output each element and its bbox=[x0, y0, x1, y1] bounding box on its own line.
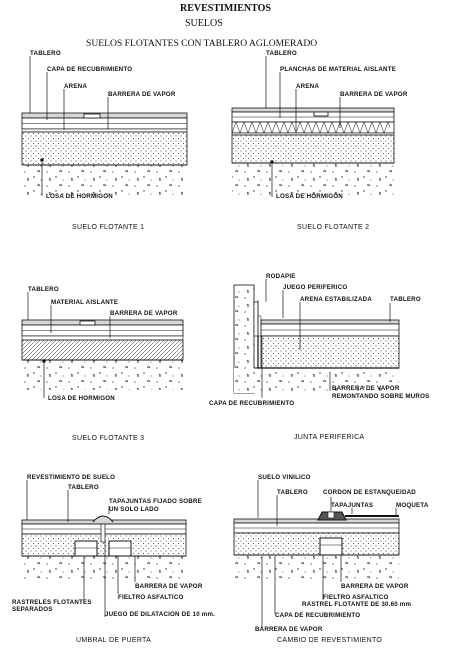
d4-label-juego: JUEGO PERIFERICO bbox=[283, 284, 348, 291]
d6-label-suelo: SUELO VINILICO bbox=[258, 474, 311, 481]
d4-label-arena: ARENA ESTABILIZADA bbox=[300, 296, 373, 303]
d6-label-tablero: TABLERO bbox=[277, 489, 308, 496]
d3-label-tablero: TABLERO bbox=[28, 286, 59, 293]
d4-label-rodapie: RODAPIE bbox=[266, 273, 296, 280]
d4-label-capa: CAPA DE RECUBRIMIENTO bbox=[209, 400, 295, 407]
page-title: REVESTIMIENTOS bbox=[180, 3, 271, 14]
d6-caption: CAMBIO DE REVESTIMIENTO bbox=[277, 637, 383, 644]
d5-label-tapajuntas-1: TAPAJUNTAS FIJADO SOBRE bbox=[109, 498, 202, 505]
d2-label-barrera: BARRERA DE VAPOR bbox=[340, 91, 408, 98]
d1-label-barrera: BARRERA DE VAPOR bbox=[108, 91, 176, 98]
diagram-suelo-flotante-3 bbox=[21, 292, 184, 398]
d2-label-arena: ARENA bbox=[296, 83, 320, 90]
page-subtitle: SUELOS bbox=[185, 18, 223, 29]
d5-caption: UMBRAL DE PUERTA bbox=[76, 637, 152, 644]
d1-label-losa: LOSA DE HORMIGON bbox=[46, 193, 113, 200]
d5-label-fieltro: FIELTRO ASFALTICO bbox=[118, 594, 184, 601]
d1-label-arena: ARENA bbox=[64, 83, 88, 90]
d3-label-barrera: BARRERA DE VAPOR bbox=[110, 310, 178, 317]
d6-label-rastrel: RASTREL FLOTANTE DE 30.60 mm bbox=[302, 601, 412, 608]
d2-label-losa: LOSA DE HORMIGON bbox=[276, 193, 343, 200]
diagram-cambio-de-revestimiento bbox=[233, 480, 400, 628]
d6-label-moqueta: MOQUETA bbox=[396, 502, 429, 509]
diagram-umbral-de-puerta bbox=[21, 480, 187, 617]
diagram-suelo-flotante-2 bbox=[231, 56, 395, 197]
d4-label-tablero: TABLERO bbox=[390, 296, 421, 303]
d6-label-fieltro: FIELTRO ASFALTICO bbox=[323, 594, 389, 601]
d3-label-losa: LOSA DE HORMIGON bbox=[48, 395, 115, 402]
d1-caption: SUELO FLOTANTE 1 bbox=[72, 224, 145, 231]
d5-label-revestimiento: REVESTIMIENTO DE SUELO bbox=[27, 474, 116, 481]
d6-label-capa: CAPA DE RECUBRIMIENTO bbox=[275, 612, 361, 619]
diagram-suelo-flotante-1 bbox=[21, 56, 188, 197]
d2-label-tablero: TABLERO bbox=[266, 50, 297, 57]
d2-caption: SUELO FLOTANTE 2 bbox=[297, 224, 370, 231]
d6-label-cordon: CORDON DE ESTANQUEIDAD bbox=[323, 489, 416, 496]
d4-label-barrera-1: BARRERA DE VAPOR bbox=[332, 385, 400, 392]
d6-label-barrera-2: BARRERA DE VAPOR bbox=[255, 626, 323, 633]
d6-label-barrera: BARRERA DE VAPOR bbox=[341, 583, 409, 590]
d5-label-tapajuntas-2: UN SOLO LADO bbox=[109, 506, 159, 513]
d5-label-tablero: TABLERO bbox=[68, 484, 99, 491]
d5-label-rastreles-2: SEPARADOS bbox=[12, 606, 53, 613]
d6-label-tapajuntas: TAPAJUNTAS bbox=[331, 502, 374, 509]
section-heading: SUELOS FLOTANTES CON TABLERO AGLOMERADO bbox=[86, 38, 318, 49]
d2-label-planchas: PLANCHAS DE MATERIAL AISLANTE bbox=[280, 66, 397, 73]
d4-caption: JUNTA PERIFERICA bbox=[294, 434, 365, 441]
d1-label-capa: CAPA DE RECUBRIMIENTO bbox=[47, 66, 133, 73]
d4-label-barrera-2: REMONTANDO SOBRE MUROS bbox=[332, 393, 430, 400]
diagram-junta-periferica bbox=[233, 279, 400, 398]
d3-label-material: MATERIAL AISLANTE bbox=[51, 299, 119, 306]
d5-label-juego: JUEGO DE DILATACION DE 10 mm. bbox=[105, 611, 216, 618]
d5-label-rastreles-1: RASTRELES FLOTANTES bbox=[12, 599, 92, 606]
d5-label-barrera: BARRERA DE VAPOR bbox=[135, 583, 203, 590]
d3-caption: SUELO FLOTANTE 3 bbox=[72, 435, 145, 442]
d1-label-tablero: TABLERO bbox=[30, 50, 61, 57]
